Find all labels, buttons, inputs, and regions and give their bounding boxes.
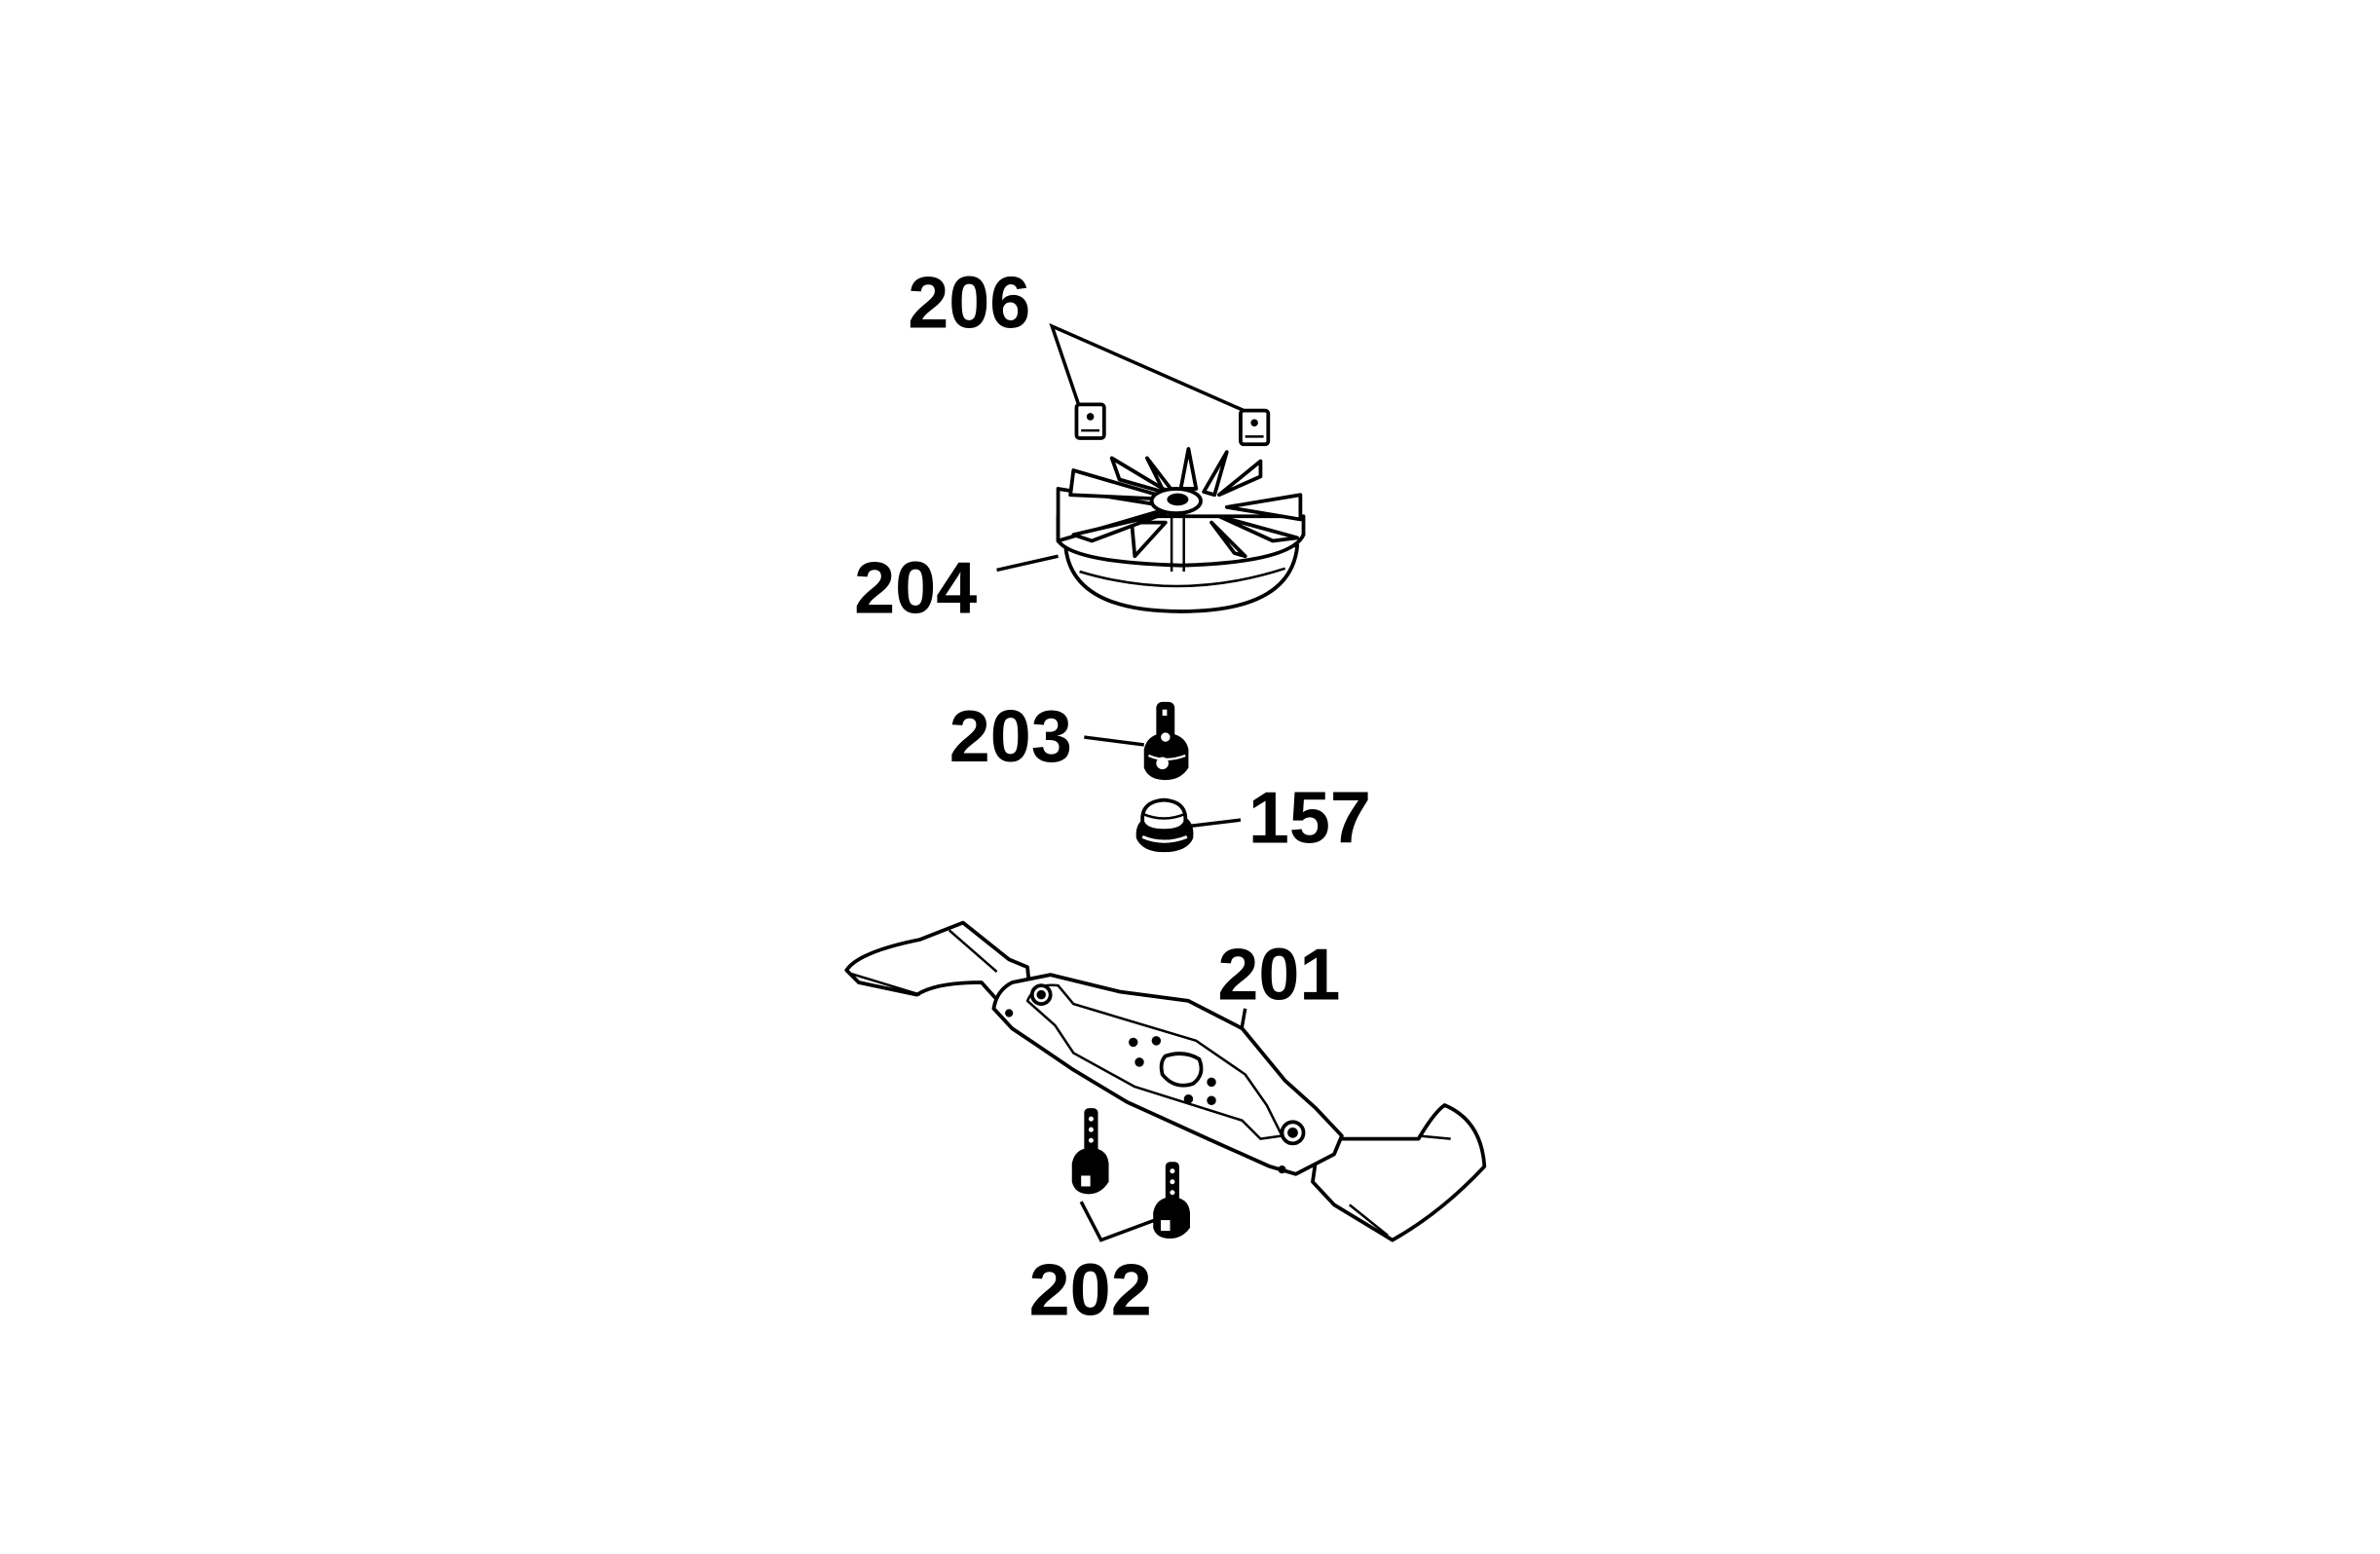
screw-202-left	[1071, 1108, 1109, 1195]
part-157-group: 157	[1135, 778, 1371, 860]
label-204: 204	[854, 548, 977, 630]
leader-line-202	[1079, 1201, 1156, 1242]
label-157: 157	[1248, 778, 1371, 860]
label-206: 206	[908, 263, 1030, 345]
part-204-group: 204	[854, 447, 1306, 630]
clip-left	[1074, 402, 1106, 440]
label-203: 203	[949, 696, 1072, 778]
label-201: 201	[1217, 934, 1340, 1016]
screw-202-right	[1153, 1162, 1190, 1239]
bolt-203	[1143, 701, 1189, 781]
part-203-group: 203	[949, 696, 1189, 781]
blade-201	[844, 920, 1487, 1242]
leader-line-157	[1189, 818, 1242, 829]
clip-right	[1239, 408, 1271, 447]
cap-157	[1135, 797, 1194, 853]
leader-line-203	[1084, 735, 1144, 747]
fan-204	[1056, 447, 1306, 613]
part-206-group: 206	[908, 263, 1271, 447]
part-201-group: 201	[844, 920, 1487, 1242]
part-202-group: 202	[1029, 1108, 1190, 1332]
leader-line-204	[996, 554, 1059, 573]
label-202: 202	[1029, 1250, 1152, 1332]
leader-line-206	[1049, 322, 1255, 417]
